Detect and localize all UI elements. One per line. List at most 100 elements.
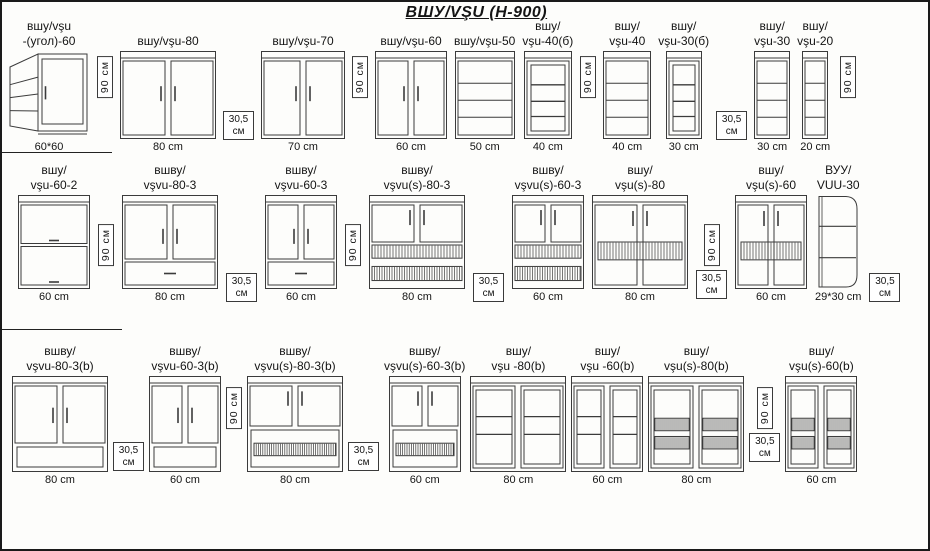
- cabinet-label-line: вшу/: [758, 163, 784, 178]
- cabinet-label-line: vşvu-80-3: [143, 177, 197, 192]
- cabinet-label: вшву/vşvu-80-3: [144, 160, 197, 192]
- cabinet-drawing-rackNiche: [247, 376, 343, 472]
- cabinet-drawing: [149, 376, 221, 472]
- cabinet-size-label: 60 cm: [756, 291, 786, 303]
- cabinet-drawing: [665, 51, 702, 139]
- cabinet-drawing: [603, 51, 652, 139]
- height-dimension-label: 90 см: [580, 56, 597, 99]
- cabinet-drawing: [802, 51, 829, 139]
- cabinet-label: вшу/vşu(s)-80(b): [664, 341, 729, 373]
- cabinet-label-line: vşu-30: [754, 33, 791, 48]
- cabinet-drawing-open3: [802, 51, 829, 139]
- cabinet-drawing-cornerOpen: [817, 195, 859, 289]
- height-dimension-label: 90 см: [840, 56, 857, 99]
- cabinet-drawing-open3: [603, 51, 652, 139]
- cabinet-drawing: [388, 376, 461, 472]
- cabinet-label-line: vşvu-60-3: [274, 177, 328, 192]
- cabinet-label: вшу/vşu-50: [454, 16, 515, 48]
- cabinet-label: вшу/vşu-30: [754, 16, 790, 48]
- cabinet-drawing: [754, 51, 791, 139]
- depth-dimension-label: 30,5 см: [696, 270, 727, 300]
- cabinet-size-label: 80 cm: [625, 291, 655, 303]
- cabinet-drawing: [120, 51, 216, 139]
- cabinet-label-line: vşu-30(б): [658, 33, 710, 48]
- cabinet-drawing: [261, 51, 345, 139]
- cabinet-label: вшву/vşvu(s)-80-3: [384, 160, 451, 192]
- cabinet-drawing-glassRack2: [648, 376, 745, 472]
- cabinet-size-label: 80 cm: [155, 291, 185, 303]
- cabinet-cell: вшу/vşu(s)-60(b) 60 cm: [785, 341, 858, 486]
- cabinet-size-label: 60 cm: [170, 474, 200, 486]
- cabinet-label-line: вшу/: [671, 19, 697, 34]
- cabinet-label-line: вшу/vşu-60: [380, 33, 442, 48]
- cabinet-label-line: вшу/: [759, 19, 785, 34]
- cabinet-label-line: вшву/: [401, 163, 433, 178]
- cabinet-label-line: vşu -60(b): [580, 358, 635, 373]
- cabinet-label-line: вшву/: [532, 163, 564, 178]
- cabinet-drawing: [375, 51, 447, 139]
- cabinet-size-label: 80 cm: [153, 141, 183, 153]
- cabinet-drawing: [12, 376, 108, 472]
- cabinet-label: вшу/vşu-80: [137, 16, 198, 48]
- cabinet-drawing-rackNiche: [388, 376, 461, 472]
- cabinet-size-label: 60*60: [34, 141, 64, 153]
- cabinet-drawing-open3: [754, 51, 791, 139]
- cabinet-drawing-niche2: [149, 376, 221, 472]
- cabinet-drawing-flap2: [18, 195, 90, 289]
- cabinet-label-line: вшу/: [802, 19, 828, 34]
- cabinet-drawing-rack3: [369, 195, 465, 289]
- cabinet-label-line: вшу/: [594, 344, 621, 359]
- cabinet-label-line: вшву/: [285, 163, 317, 178]
- cabinet-drawing: [818, 196, 858, 288]
- cabinet-drawing: [9, 53, 88, 135]
- cabinet-drawing-glass1: [523, 51, 572, 139]
- cabinet-size-label: 80 cm: [681, 474, 712, 486]
- cabinet-drawing-doors2: [375, 51, 447, 139]
- cabinet-size-label: 40 cm: [612, 141, 643, 153]
- cabinet-drawing: [523, 51, 572, 139]
- cabinet-label: вшу/vşu-60-2: [31, 160, 78, 192]
- cabinet-size-label: 29*30 cm: [815, 291, 862, 303]
- cabinet-cell: вшу/vşu-40(б)40 cm: [522, 16, 573, 153]
- cabinet-size-label: 60 cm: [806, 474, 837, 486]
- cabinet-drawing: [454, 51, 515, 139]
- row-divider: [2, 152, 112, 153]
- cabinet-label-line: VUU-30: [816, 177, 860, 192]
- cabinet-size-label: 60 cm: [286, 291, 316, 303]
- cabinet-size-label: 70 cm: [288, 141, 318, 153]
- cabinet-label: вшву/vşvu-60-3(b): [151, 341, 218, 373]
- cabinet-label-line: вшу/: [41, 163, 67, 178]
- height-dimension-label: 90 см: [226, 387, 242, 430]
- cabinet-drawing-glassRack2: [785, 376, 858, 472]
- cabinet-label-line: vşu(s)-60: [745, 177, 796, 192]
- cabinet-label: вшу/vşu(s)-60(b): [789, 341, 854, 373]
- depth-dimension-label: 30,5 см: [348, 442, 379, 471]
- cabinet-label-line: вшу/: [627, 163, 653, 178]
- cabinet-cell: вшу/vşu-80 80 cm: [120, 16, 216, 153]
- cabinet-drawing: [512, 195, 584, 289]
- cabinet-label-line: vşu(s)-60(b): [789, 358, 854, 373]
- cabinet-drawing-doors2: [120, 51, 216, 139]
- cabinet-drawing: [571, 376, 644, 472]
- cabinet-label-line: vşvu-80-3(b): [26, 358, 94, 373]
- cabinet-size-label: 60 cm: [533, 291, 563, 303]
- cabinet-drawing-doors2drawer: [122, 195, 218, 289]
- cabinet-drawing-doors2drawer: [265, 195, 337, 289]
- cabinet-cell: вшу/vşu(s)-60 60 cm: [735, 160, 807, 303]
- cabinet-drawing: [247, 376, 343, 472]
- cabinet-label: вшу/vşu -80(b): [491, 341, 545, 373]
- cabinet-cell: вшву/vşvu-60-3 60 cm: [265, 160, 337, 303]
- cabinet-label-line: vşu-40: [609, 33, 646, 48]
- cabinet-label: вшву/vşvu(s)-60-3(b): [384, 341, 465, 373]
